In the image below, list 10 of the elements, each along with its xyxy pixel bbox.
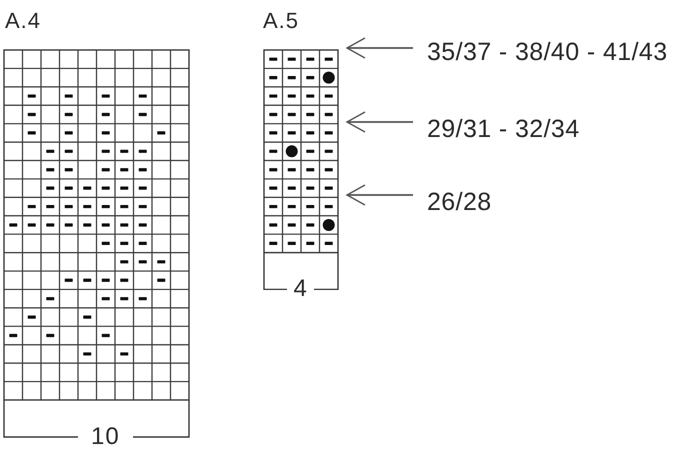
stitch-count-label: 10 bbox=[91, 425, 120, 450]
size-range-label: 29/31 - 32/34 bbox=[427, 117, 580, 142]
size-range-label: 26/28 bbox=[427, 190, 492, 215]
chart-title: A.5 bbox=[263, 10, 300, 32]
pointer-arrow bbox=[346, 111, 413, 133]
chart-title: A.4 bbox=[5, 10, 42, 32]
pointer-arrow bbox=[346, 37, 413, 59]
pointer-arrow bbox=[346, 184, 413, 206]
stitch-count-label: 4 bbox=[294, 277, 308, 302]
size-range-label: 35/37 - 38/40 - 41/43 bbox=[427, 40, 668, 65]
